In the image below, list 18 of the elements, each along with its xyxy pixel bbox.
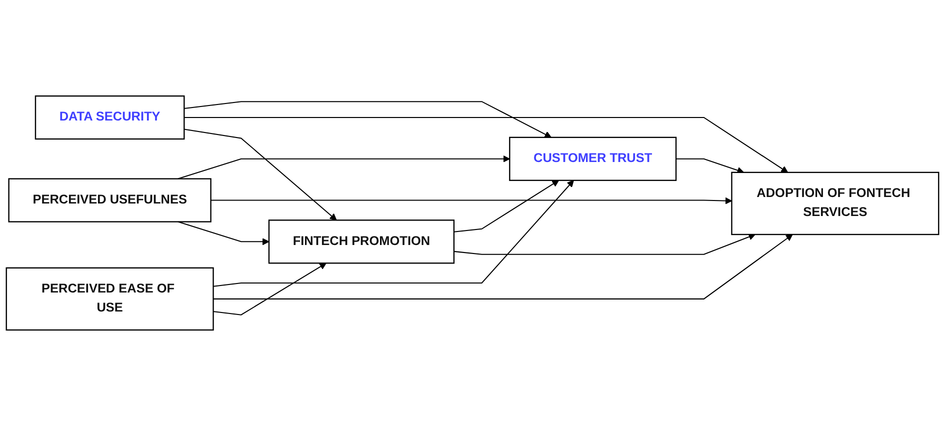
arrow <box>676 158 744 174</box>
node-box: ADOPTION OF FONTECH SERVICES <box>731 172 940 236</box>
arrow <box>184 116 788 173</box>
node-box: DATA SECURITY <box>34 95 185 140</box>
node-box: PERCEIVED EASE OF USE <box>6 267 214 331</box>
arrow <box>178 221 270 246</box>
arrow <box>213 262 326 316</box>
arrow <box>184 101 552 138</box>
arrow <box>210 197 732 204</box>
arrow <box>454 234 756 255</box>
arrow <box>184 128 337 220</box>
arrow <box>454 180 560 232</box>
arrow <box>213 234 793 300</box>
arrow <box>178 155 510 180</box>
node-box: FINTECH PROMOTION <box>268 220 455 264</box>
arrow <box>213 180 574 287</box>
node-box: PERCEIVED USEFULNES <box>8 178 212 222</box>
node-box: CUSTOMER TRUST <box>509 136 677 181</box>
